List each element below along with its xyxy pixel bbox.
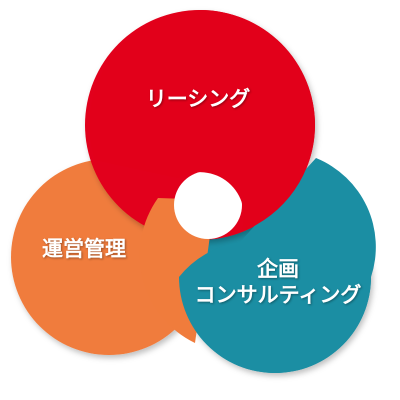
planning-label-line2: コンサルティング xyxy=(194,283,362,308)
planning-label-line1: 企画 xyxy=(257,257,299,281)
overlap-leasing-operations xyxy=(89,10,315,232)
leasing-label: リーシング xyxy=(145,87,251,111)
overlap-planning-leasing xyxy=(179,158,376,373)
planning-label: 企画 コンサルティング xyxy=(172,256,384,309)
operations-label: 運営管理 xyxy=(42,237,126,261)
center-gap xyxy=(174,171,242,239)
